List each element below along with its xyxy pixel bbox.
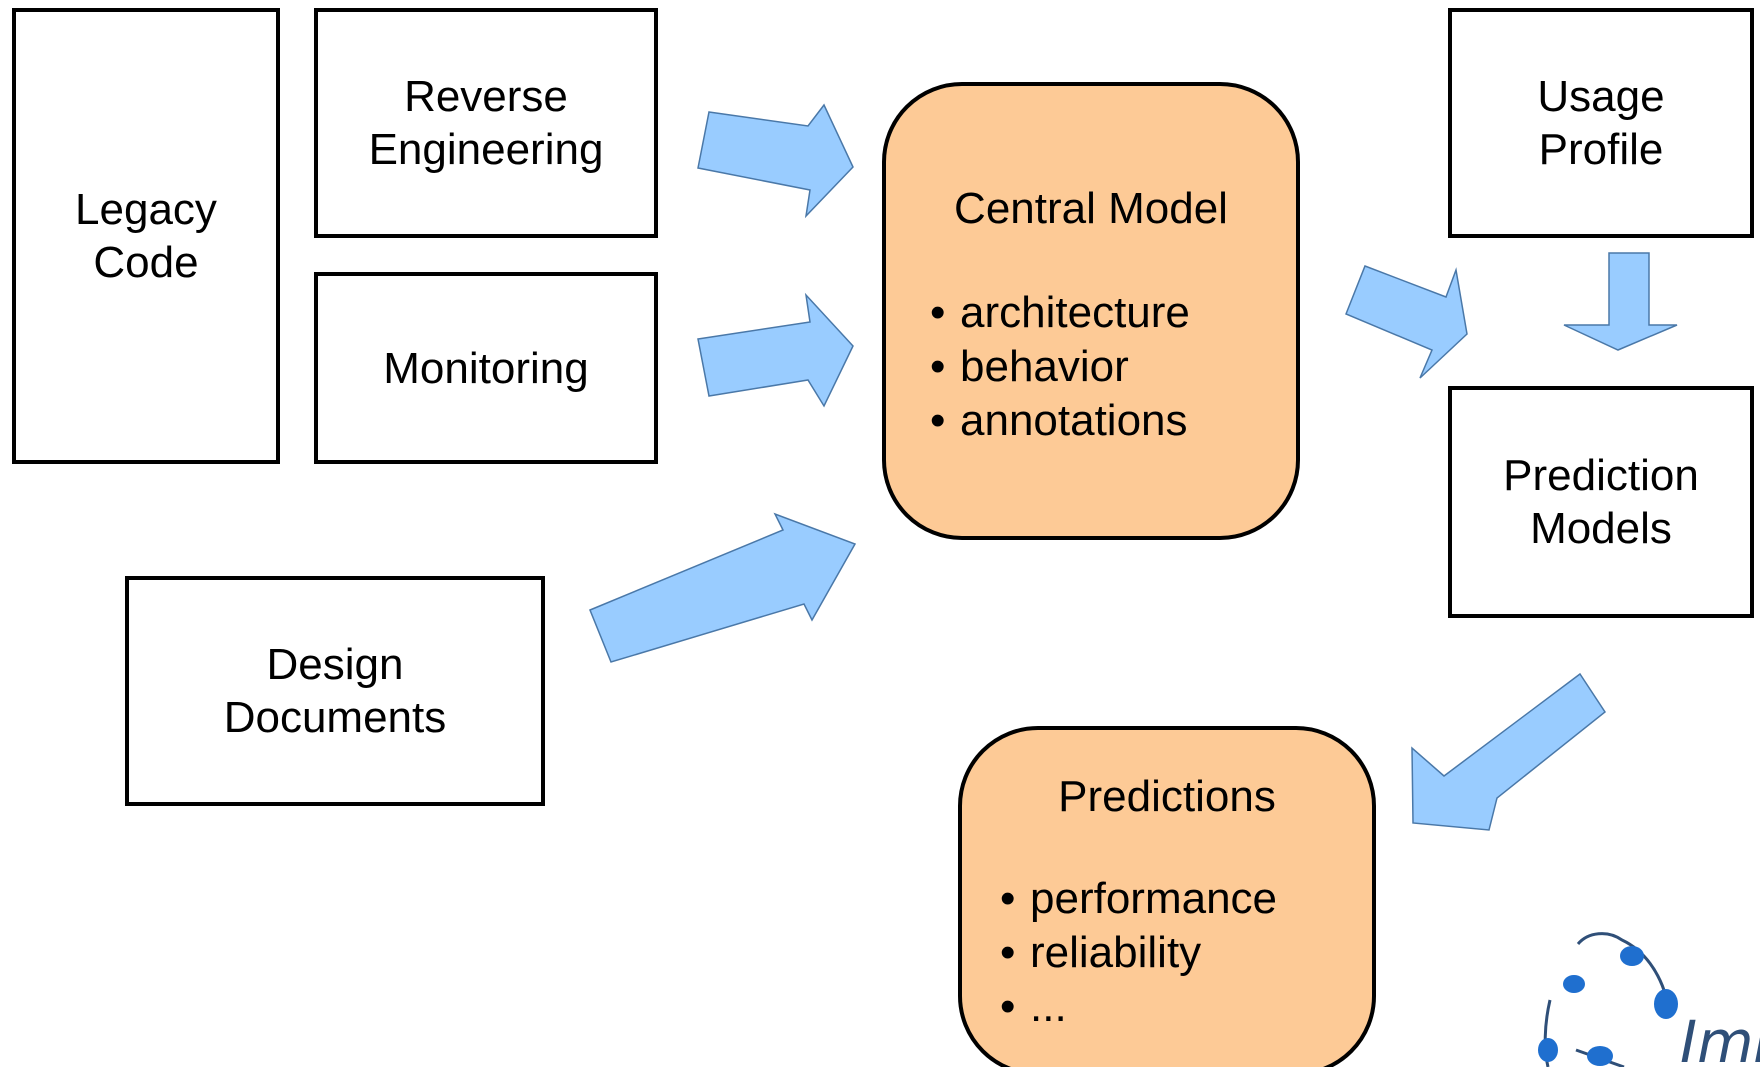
design-documents-label: Design Documents	[223, 640, 447, 742]
central-model-list: architecture behavior annotations	[930, 286, 1190, 448]
central-model-item-annotations: annotations	[930, 394, 1190, 448]
usage-profile-label: Usage Profile	[1537, 72, 1665, 174]
predictions-item-more: ...	[1000, 980, 1277, 1034]
logo-arc-left	[1543, 999, 1552, 1067]
reverse-engineering-box: Reverse Engineering	[314, 8, 658, 238]
predictions-item-reliability: reliability	[1000, 926, 1277, 980]
logo-node-3	[1654, 989, 1678, 1019]
central-model-title: Central Model	[954, 184, 1228, 233]
logo-text: ImP	[1680, 1008, 1760, 1067]
central-model-item-architecture: architecture	[930, 286, 1190, 340]
usage-profile-box: Usage Profile	[1448, 8, 1754, 238]
arrow-monitoring-to-central	[697, 292, 854, 408]
arrow-design-to-central	[589, 512, 857, 663]
arrow-usage-to-prediction-models	[1563, 252, 1678, 351]
design-documents-box: Design Documents	[125, 576, 545, 806]
central-model-box: Central Model architecture behavior anno…	[882, 82, 1300, 540]
arrow-prediction-models-to-predictions	[1411, 672, 1607, 831]
logo-node-2	[1563, 975, 1585, 993]
logo-arc-top	[1576, 932, 1670, 1011]
predictions-list: performance reliability ...	[1000, 872, 1277, 1034]
prediction-models-box: Prediction Models	[1448, 386, 1754, 618]
arrow-central-to-usage	[1345, 265, 1468, 379]
predictions-item-performance: performance	[1000, 872, 1277, 926]
reverse-engineering-label: Reverse Engineering	[368, 72, 604, 174]
arrow-reverse-engineering-to-central	[697, 103, 854, 219]
legacy-code-label: Legacy Code	[75, 185, 217, 287]
monitoring-label: Monitoring	[383, 343, 589, 393]
predictions-box: Predictions performance reliability ...	[958, 726, 1376, 1067]
logo-node-4	[1538, 1038, 1558, 1062]
logo-node-1	[1620, 946, 1644, 966]
impressive-logo: ImP	[1538, 932, 1760, 1067]
central-model-item-behavior: behavior	[930, 340, 1190, 394]
predictions-title: Predictions	[1058, 772, 1276, 821]
prediction-models-label: Prediction Models	[1503, 451, 1699, 553]
monitoring-box: Monitoring	[314, 272, 658, 464]
logo-node-5	[1587, 1046, 1613, 1066]
legacy-code-box: Legacy Code	[12, 8, 280, 464]
